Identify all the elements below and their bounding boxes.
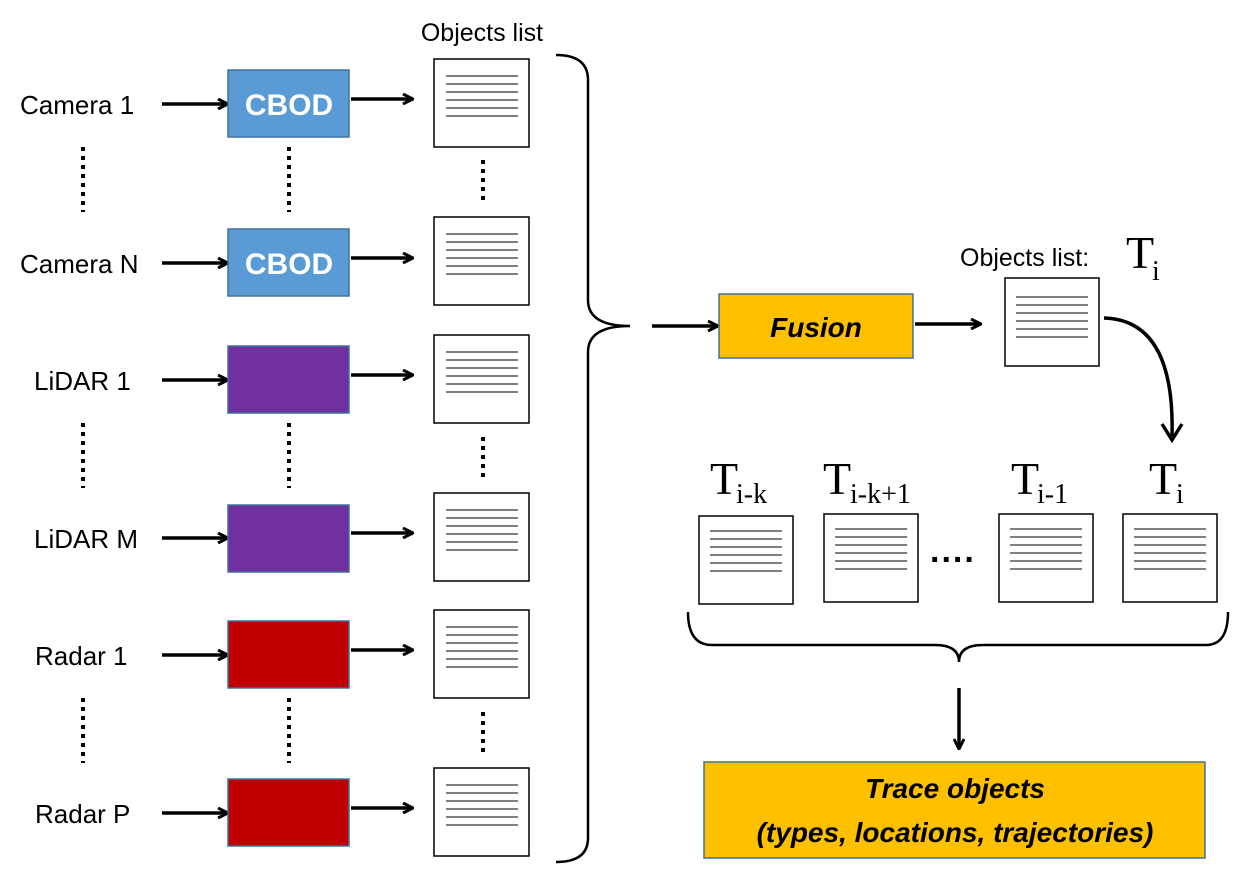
- T-subscript: i-k: [736, 479, 767, 510]
- source-row-lidar-m: LiDAR M: [34, 492, 530, 582]
- radar-box: [227, 778, 350, 847]
- T-subscript: i-1: [1037, 479, 1068, 510]
- history-doc-ti-k: [698, 515, 794, 605]
- T-letter: T: [1126, 227, 1154, 278]
- curved-arrow-head: [1160, 423, 1184, 444]
- ellipsis-dots-camera: [81, 147, 485, 212]
- history-label-ti-k: T i-k: [710, 453, 767, 510]
- history-doc-ti: [1122, 513, 1218, 603]
- cbod-label: CBOD: [245, 89, 333, 122]
- cbod-label: CBOD: [245, 248, 333, 281]
- history-label-ti-1: T i-1: [1011, 453, 1068, 510]
- cbod-box: [227, 228, 350, 297]
- history-doc-ti-k-plus-1: [823, 513, 919, 603]
- source-label: Camera 1: [20, 90, 134, 120]
- history-doc-ti-1: [998, 513, 1094, 603]
- T-letter: T: [823, 453, 851, 504]
- radar-box: [227, 620, 350, 689]
- objects-list-doc: [433, 334, 530, 424]
- ti-output-doc: [1004, 277, 1100, 367]
- source-row-radar-1: Radar 1: [35, 609, 530, 699]
- source-label: LiDAR 1: [34, 366, 131, 396]
- source-row-lidar-1: LiDAR 1: [34, 334, 530, 424]
- lidar-box: [227, 345, 350, 414]
- source-row-camera-1: Camera 1 CBOD: [20, 58, 530, 148]
- cbod-box: [227, 69, 350, 138]
- source-label: Camera N: [20, 249, 138, 279]
- T-letter: T: [710, 453, 738, 504]
- objects-list-doc: [433, 492, 530, 582]
- T-subscript: i: [1176, 479, 1184, 510]
- T-subscript: i-k+1: [850, 479, 911, 510]
- source-label: Radar 1: [35, 641, 128, 671]
- trace-objects-block: Trace objects (types, locations, traject…: [703, 761, 1206, 859]
- ellipsis-dots-lidar: [81, 423, 485, 488]
- objects-list-doc: [433, 216, 530, 306]
- trace-title: Trace objects: [865, 773, 1045, 804]
- objects-list-ti-label: Objects list:: [960, 244, 1089, 272]
- T-subscript: i: [1152, 256, 1160, 287]
- objects-list-doc: [433, 767, 530, 857]
- history-label-ti: T i: [1149, 453, 1184, 510]
- source-row-radar-p: Radar P: [35, 767, 530, 857]
- history-ellipsis: ....: [930, 532, 976, 570]
- source-label: LiDAR M: [34, 524, 138, 554]
- objects-list-header: Objects list: [421, 19, 543, 47]
- curved-arrow-to-history: [1103, 316, 1174, 437]
- T-letter: T: [1149, 453, 1177, 504]
- ti-output-symbol: T i: [1126, 227, 1160, 287]
- ellipsis-dots-radar: [81, 698, 485, 763]
- T-letter: T: [1011, 453, 1039, 504]
- source-label: Radar P: [35, 799, 130, 829]
- fusion-label: Fusion: [770, 312, 862, 343]
- source-row-camera-n: Camera N CBOD: [20, 216, 530, 306]
- history-label-ti-k-plus-1: T i-k+1: [823, 453, 911, 510]
- objects-list-doc: [433, 609, 530, 699]
- objects-list-doc: [433, 58, 530, 148]
- history-brace: [686, 611, 1230, 663]
- collect-brace: [555, 53, 631, 864]
- trace-subtitle: (types, locations, trajectories): [757, 817, 1154, 848]
- lidar-box: [227, 504, 350, 573]
- fusion-block: Fusion: [718, 293, 914, 359]
